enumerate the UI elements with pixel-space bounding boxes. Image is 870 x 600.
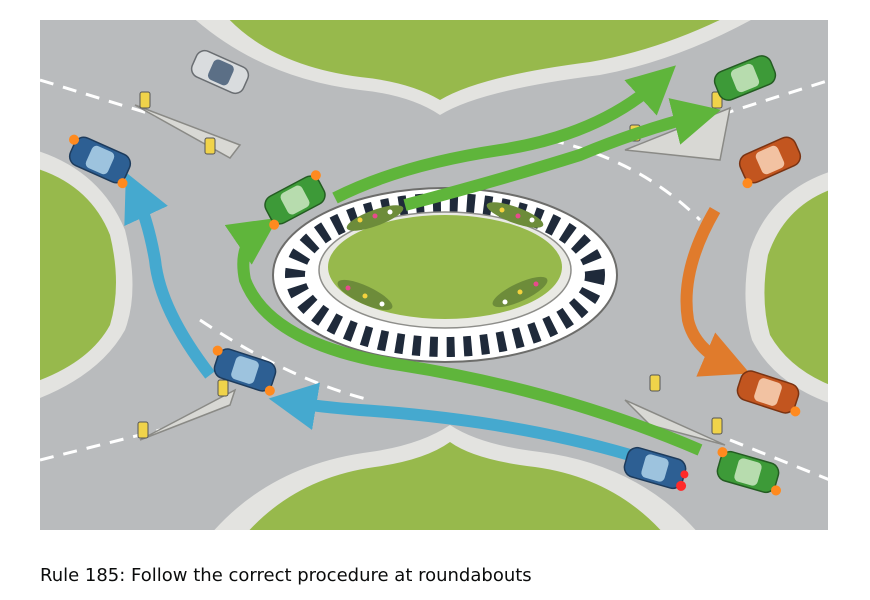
verge-bottom xyxy=(214,425,696,530)
route-arrow-blue-left-turn xyxy=(124,172,215,379)
car-orange-right-exit xyxy=(736,370,801,417)
roundabout-illustration xyxy=(40,20,828,530)
car-green-on-roundabout xyxy=(264,170,326,230)
figure-caption: Rule 185: Follow the correct procedure a… xyxy=(40,565,532,586)
route-arrow-orange xyxy=(680,206,750,377)
route-arrow-green-exit-lower xyxy=(403,98,721,211)
car-green-bottom-approach xyxy=(716,447,782,496)
central-island xyxy=(272,187,618,363)
roundabout-diagram xyxy=(40,20,828,530)
verge-right xyxy=(745,172,828,403)
traffic-island-bottom-right xyxy=(624,374,726,446)
traffic-island-top-left xyxy=(134,91,242,159)
route-arrow-green-around xyxy=(224,217,703,456)
traffic-island-bottom-left xyxy=(137,379,237,441)
flower-beds xyxy=(337,202,548,311)
verge-top xyxy=(195,20,751,115)
car-blue-bottom-approach xyxy=(623,446,689,491)
car-green-top-right-exit xyxy=(713,55,777,101)
car-blue-left-approach xyxy=(212,345,277,396)
car-orange-right-approach xyxy=(738,136,802,189)
verge-left xyxy=(40,151,133,398)
car-silver-top-left xyxy=(190,49,250,95)
route-arrow-green-exit-upper xyxy=(332,65,676,204)
car-blue-left-exit xyxy=(68,134,132,189)
route-arrow-blue-approach xyxy=(268,382,632,461)
route-arrows xyxy=(124,65,750,461)
